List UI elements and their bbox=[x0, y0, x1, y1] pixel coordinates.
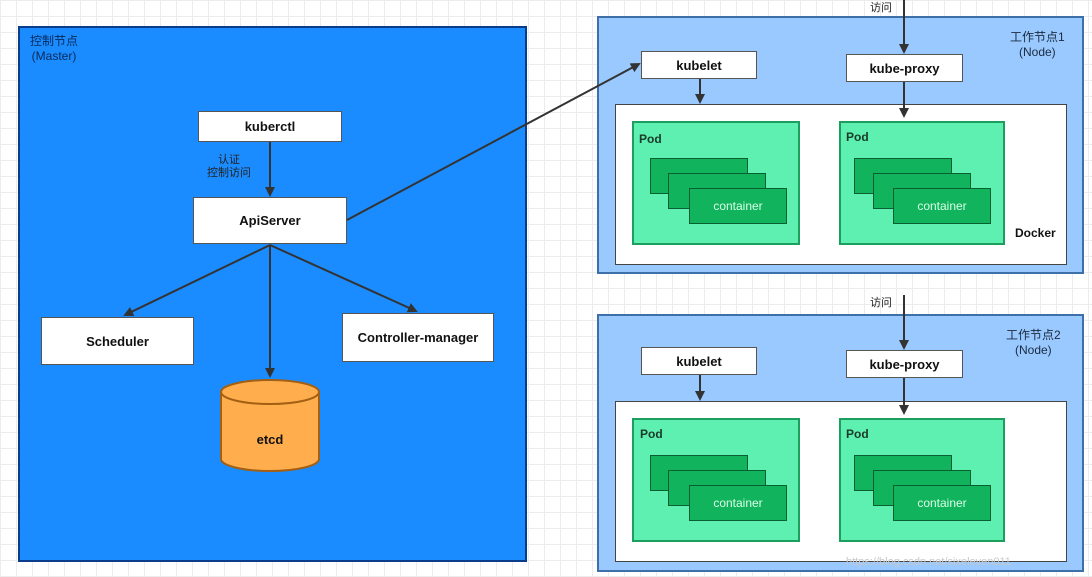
master-node-panel bbox=[18, 26, 527, 562]
node2-pod-2-label: Pod bbox=[846, 427, 869, 441]
apiserver-box: ApiServer bbox=[193, 197, 347, 244]
node2-kubelet-box: kubelet bbox=[641, 347, 757, 375]
node1-kube-proxy-label: kube-proxy bbox=[869, 60, 940, 76]
node1-pod-1-label: Pod bbox=[639, 132, 662, 146]
node1-kubelet-box: kubelet bbox=[641, 51, 757, 79]
node2-pod-2-container: container bbox=[893, 485, 991, 521]
scheduler-box: Scheduler bbox=[41, 317, 194, 365]
worker-node-1-title: 工作节点1 (Node) bbox=[1010, 30, 1065, 59]
node2-kube-proxy-box: kube-proxy bbox=[846, 350, 963, 378]
node1-access-label: 访问 bbox=[870, 2, 892, 14]
scheduler-label: Scheduler bbox=[86, 333, 149, 349]
etcd-label: etcd bbox=[256, 432, 284, 447]
node2-pod-1-container: container bbox=[689, 485, 787, 521]
master-title: 控制节点 (Master) bbox=[30, 34, 79, 63]
worker-node-2-title: 工作节点2 (Node) bbox=[1006, 328, 1061, 357]
node2-access-label: 访问 bbox=[870, 297, 892, 309]
node2-pod-1-label: Pod bbox=[640, 427, 663, 441]
node1-kubelet-label: kubelet bbox=[676, 57, 722, 73]
node1-docker-label: Docker bbox=[1015, 226, 1056, 240]
node1-pod-1-container: container bbox=[689, 188, 787, 224]
kuberctl-label: kuberctl bbox=[244, 119, 296, 134]
kuberctl-box: kuberctl bbox=[198, 111, 342, 142]
watermark-url: https://blog.csdn.net/sixeleven011 bbox=[846, 556, 1011, 568]
node2-kube-proxy-label: kube-proxy bbox=[869, 356, 940, 372]
node1-pod-2-container: container bbox=[893, 188, 991, 224]
node1-pod-2-label: Pod bbox=[846, 130, 869, 144]
apiserver-label: ApiServer bbox=[239, 213, 301, 228]
node2-kubelet-label: kubelet bbox=[676, 353, 722, 369]
controller-manager-label: Controller-manager bbox=[357, 330, 479, 345]
controller-manager-box: Controller-manager bbox=[342, 313, 494, 362]
node1-kube-proxy-box: kube-proxy bbox=[846, 54, 963, 82]
auth-label: 认证 控制访问 bbox=[207, 154, 251, 179]
